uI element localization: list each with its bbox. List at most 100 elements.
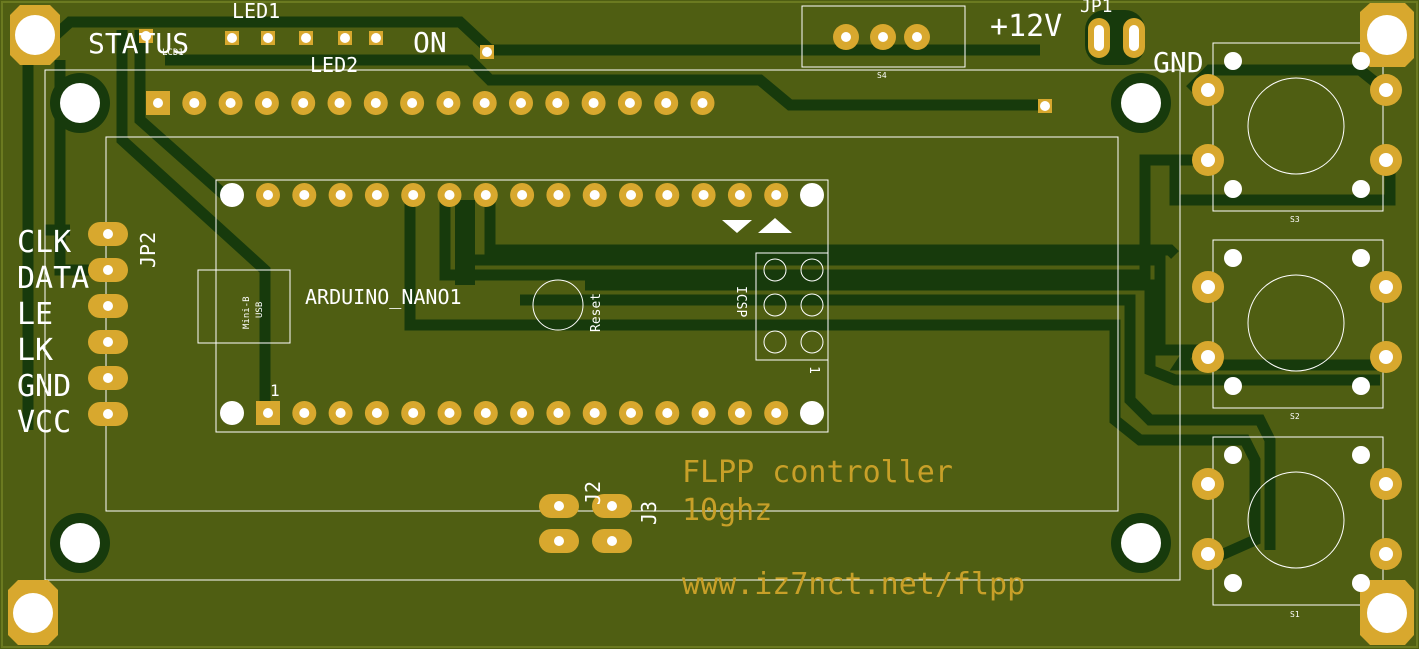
jp1-pad-2-drill [1129,25,1139,51]
arduino-bottom-pad-5-drill [408,408,419,418]
s2-hole-4 [1352,377,1370,395]
s2-pad-a-drill [1201,280,1215,294]
copper-text-url: www.iz7nct.net/flpp [682,567,1025,602]
label-j2: J2 [581,481,605,505]
silkscreen-outlines [44,5,1384,606]
s1-hole-4 [1352,574,1370,592]
label-icsp: ICSP [733,286,748,317]
label-pin1-icsp: 1 [806,366,821,374]
arduino-top-pad-3-drill [335,190,346,200]
s3-pad-a-drill [1201,83,1215,97]
arduino-hole-tr [800,183,824,207]
lcd-pad-2-drill [189,98,200,108]
arduino-top-pad-2-drill [299,190,310,200]
arduino-bottom-pad-10-drill [589,408,600,418]
j-pad-4-drill [607,536,617,546]
icsp-hole-2 [800,258,824,282]
arduino-top-pad-1-drill [263,190,273,200]
arduino-top-pad-7-drill [480,190,491,200]
label-12v: +12V [990,9,1062,44]
s1-pad-d-drill [1379,547,1393,561]
s2-hole-2 [1352,249,1370,267]
label-lcd1: LCD1 [162,48,184,58]
arduino-top-pad-8-drill [517,190,528,200]
label-jp2: JP2 [136,232,160,268]
label-gnd-top: GND [1153,46,1204,79]
lcd-pad-14-drill [624,98,635,108]
arduino-hole-br [800,401,824,425]
label-pin1-bottom: 1 [270,381,280,400]
s2-pad-c-drill [1379,280,1393,294]
mounting-hole-bl-outer [8,580,58,645]
arduino-top-pad-9-drill [553,190,564,200]
mounting-holes [8,3,1414,645]
icsp-hole-1 [763,258,787,282]
arduino-hole-tl [220,183,244,207]
label-reset: Reset [589,293,604,332]
j-pad-1-drill [554,501,564,511]
arduino-bottom-pad-11-drill [626,408,636,418]
lcd-pad-12-drill [552,98,563,108]
s4-pad-2-drill [878,32,888,42]
arduino-top-pad-13-drill [698,190,709,200]
arduino-bottom-pad-15-drill [771,408,782,418]
jp2-pad-6-drill [103,409,113,419]
arduino-bottom-pad-7-drill [480,408,491,418]
lcd-pad-3-drill [225,98,236,108]
small-pad-5-drill [340,33,350,43]
label-status: STATUS [88,27,189,60]
arduino-bottom-pad-8-drill [517,408,528,418]
small-pad-1-drill [141,31,151,41]
arduino-top-pad-14-drill [734,190,745,200]
label-usb: USB [255,302,265,318]
small-pad-6-drill [371,33,381,43]
label-le: LE [17,297,53,332]
lcd-pad-16-drill [697,98,708,108]
s2-pad-b-drill [1201,350,1215,364]
arduino-bottom-pad-2-drill [299,408,310,418]
small-pad-7-drill [482,47,492,57]
arduino-top-pad-5-drill [408,190,419,200]
icsp-hole-5 [763,330,787,354]
orientation-marks [722,218,792,233]
lcd-pad-5-drill [298,98,309,108]
mounting-hole-lcd-br [1121,523,1161,563]
j-pad-3-drill [607,501,617,511]
s2-hole-1 [1224,249,1242,267]
j-pad-2-drill [554,536,564,546]
label-jp1: JP1 [1080,0,1113,17]
arduino-top-pad-15-drill [771,190,782,200]
icsp-hole-3 [763,293,787,317]
s3-pad-d-drill [1379,153,1393,167]
small-pad-4-drill [301,33,311,43]
small-pad-8-drill [1040,101,1050,111]
label-arduino: ARDUINO_NANO1 [305,285,462,309]
s3-hole-2 [1352,52,1370,70]
label-clk: CLK [17,225,71,260]
label-mini-b: Mini-B [242,296,252,329]
arduino-bottom-pad-9-drill [553,408,564,418]
lcd-pad-7-drill [370,98,381,108]
arduino-bottom-pad-6-drill [444,408,455,418]
s3-hole-3 [1224,180,1242,198]
lcd-pad-9-drill [443,98,454,108]
label-data: DATA [17,261,89,296]
arduino-bottom-pad-3-drill [335,408,346,418]
arduino-top-pad-12-drill [662,190,673,200]
arduino-bottom-pad-13-drill [698,408,709,418]
label-gnd-left: GND [17,369,71,404]
arduino-bottom-pad-4-drill [371,408,382,418]
label-s4: S4 [877,71,887,80]
jp1-pad-1-drill [1094,25,1104,51]
mounting-hole-lcd-bl [60,523,100,563]
lcd-pad-1-drill [153,98,163,108]
label-led2: LED2 [310,53,358,77]
label-j3: J3 [637,501,661,525]
arduino-bottom-pad-1-drill [263,408,273,418]
s2-hole-3 [1224,377,1242,395]
jp2-pad-1-drill [103,229,113,239]
lcd-pad-4-drill [261,98,272,108]
s1-pad-a-drill [1201,477,1215,491]
